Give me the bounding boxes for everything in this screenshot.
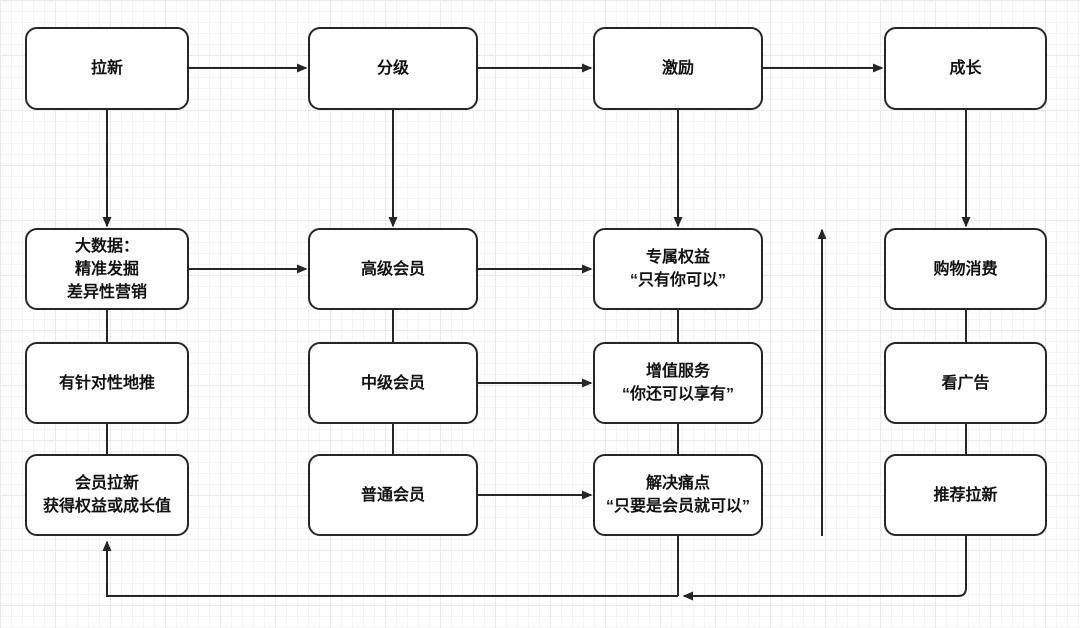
node-incentive[interactable]: 激励 xyxy=(593,27,763,110)
node-value-added[interactable]: 增值服务 “你还可以享有” xyxy=(593,342,763,424)
node-growth[interactable]: 成长 xyxy=(884,27,1047,110)
node-watch-ads[interactable]: 看广告 xyxy=(884,342,1047,424)
node-big-data[interactable]: 大数据： 精准发掘 差异性营销 xyxy=(25,228,189,310)
node-exclusive-benefits[interactable]: 专属权益 “只有你可以” xyxy=(593,228,763,310)
edge-referral-to-junction xyxy=(682,536,967,601)
node-targeted-push[interactable]: 有针对性地推 xyxy=(25,342,189,424)
edge-loop-to-memberacquire xyxy=(102,540,678,597)
node-referral[interactable]: 推荐拉新 xyxy=(884,454,1047,536)
node-normal-member[interactable]: 普通会员 xyxy=(308,454,478,536)
node-member-acquire[interactable]: 会员拉新 获得权益或成长值 xyxy=(25,454,189,536)
node-senior-member[interactable]: 高级会员 xyxy=(308,228,478,310)
node-shopping[interactable]: 购物消费 xyxy=(884,228,1047,310)
node-acquire[interactable]: 拉新 xyxy=(25,27,189,110)
node-tiering[interactable]: 分级 xyxy=(308,27,478,110)
node-mid-member[interactable]: 中级会员 xyxy=(308,342,478,424)
node-pain-point[interactable]: 解决痛点 “只要是会员就可以” xyxy=(593,454,763,536)
